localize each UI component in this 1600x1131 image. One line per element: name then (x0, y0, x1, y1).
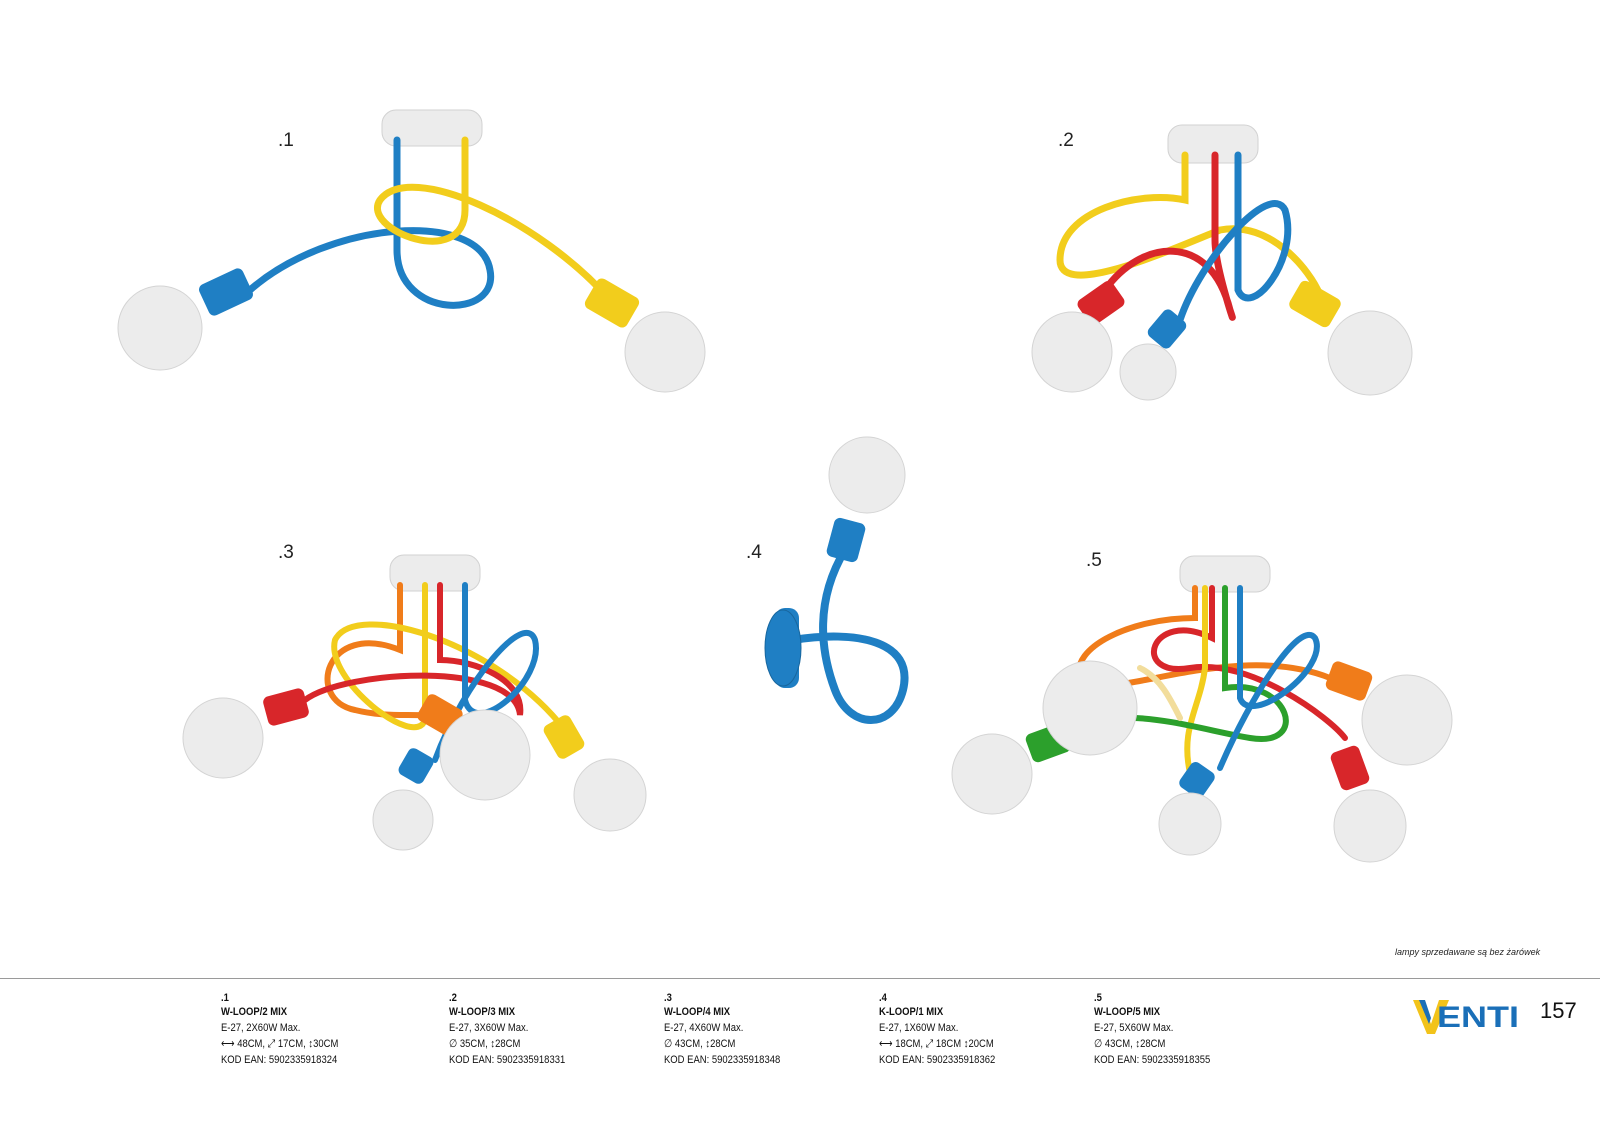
bulb (117, 285, 203, 371)
figure-label-4: .4 (746, 542, 762, 563)
socket-blue (398, 748, 434, 784)
spec-number: .1 (221, 992, 229, 1004)
socket-yellow (543, 715, 585, 759)
spec-number: .3 (664, 992, 672, 1004)
spec-ean: KOD EAN: 5902335918362 (879, 1054, 996, 1066)
lamp-image-4 (764, 436, 909, 724)
spec-block-3: .3 W-LOOP/4 MIX E-27, 4X60W Max. ∅ 43CM,… (664, 992, 836, 1068)
bulbs-note: lampy sprzedawane są bez żarówek (1395, 947, 1541, 957)
spec-ean: KOD EAN: 5902335918348 (664, 1054, 781, 1066)
spec-dimensions: ∅ 43CM, ↕28CM (1094, 1038, 1166, 1050)
spec-block-4: .4 K-LOOP/1 MIX E-27, 1X60W Max. ⟷ 18CM,… (879, 992, 1051, 1068)
lamp-image-2 (1031, 124, 1413, 401)
cable-yellow (331, 582, 568, 733)
bulb (573, 758, 647, 832)
bulb (182, 697, 264, 779)
cable-blue (1176, 151, 1292, 324)
spec-name: W-LOOP/4 MIX (664, 1006, 731, 1018)
spec-name: W-LOOP/2 MIX (221, 1006, 288, 1018)
cable-orange (324, 582, 448, 723)
cable-blue (1217, 585, 1320, 771)
footer-divider (0, 978, 1600, 979)
bulb (828, 436, 906, 514)
socket-red (1330, 745, 1370, 791)
bulb (1119, 343, 1177, 401)
spec-power: E-27, 5X60W Max. (1094, 1022, 1174, 1034)
socket-blue (1179, 762, 1215, 798)
wall-plate (764, 609, 802, 687)
bulb (624, 311, 706, 393)
bulb (372, 789, 434, 851)
spec-power: E-27, 2X60W Max. (221, 1022, 301, 1034)
spec-name: K-LOOP/1 MIX (879, 1006, 944, 1018)
cable-red (1150, 585, 1348, 741)
figure-label-1: .1 (278, 130, 294, 151)
figure-label-3: .3 (278, 542, 294, 563)
lamp-image-5 (951, 555, 1453, 863)
bulb (1042, 660, 1138, 756)
canopy (381, 109, 483, 147)
socket-red (263, 688, 309, 726)
socket-yellow (1289, 280, 1341, 328)
socket-blue (199, 268, 253, 316)
cable-blue (246, 136, 495, 309)
cable-red (302, 582, 524, 716)
cable-yellow (1184, 585, 1208, 776)
spec-power: E-27, 4X60W Max. (664, 1022, 744, 1034)
socket-orange (1325, 661, 1373, 701)
spec-dimensions: ∅ 35CM, ↕28CM (449, 1038, 521, 1050)
socket-blue (1147, 309, 1187, 349)
spec-number: .4 (879, 992, 887, 1004)
spec-ean: KOD EAN: 5902335918355 (1094, 1054, 1211, 1066)
spec-power: E-27, 1X60W Max. (879, 1022, 959, 1034)
bulb (1031, 311, 1113, 393)
lamp-image-3 (182, 554, 647, 851)
cable-red (1101, 151, 1236, 321)
bulb (1333, 789, 1407, 863)
cable-yellow (374, 136, 614, 304)
spec-dimensions: ∅ 43CM, ↕28CM (664, 1038, 736, 1050)
venti-logo: ENTI (1413, 1000, 1519, 1034)
spec-block-1: .1 W-LOOP/2 MIX E-27, 2X60W Max. ⟷ 48CM,… (221, 992, 393, 1068)
spec-dimensions: ⟷ 18CM, ⤢ 18CM ↕20CM (879, 1038, 994, 1050)
page-number: 157 (1540, 998, 1577, 1023)
socket-blue (826, 517, 866, 563)
spec-number: .5 (1094, 992, 1102, 1004)
cable-blue (789, 546, 909, 724)
logo-text: ENTI (1437, 1001, 1519, 1034)
cable-yellow (1056, 151, 1324, 299)
socket-yellow (584, 278, 640, 328)
lamp-image-1 (117, 109, 706, 393)
spec-number: .2 (449, 992, 457, 1004)
spec-block-2: .2 W-LOOP/3 MIX E-27, 3X60W Max. ∅ 35CM,… (449, 992, 621, 1068)
logo-v-mark (1413, 1000, 1449, 1034)
bulb (1361, 674, 1453, 766)
spec-block-5: .5 W-LOOP/5 MIX E-27, 5X60W Max. ∅ 43CM,… (1094, 992, 1266, 1068)
spec-dimensions: ⟷ 48CM, ⤢ 17CM, ↕30CM (221, 1038, 339, 1050)
spec-name: W-LOOP/3 MIX (449, 1006, 516, 1018)
canopy (389, 554, 481, 592)
spec-power: E-27, 3X60W Max. (449, 1022, 529, 1034)
cable-cream (1137, 665, 1183, 721)
spec-ean: KOD EAN: 5902335918331 (449, 1054, 566, 1066)
figure-label-2: .2 (1058, 130, 1074, 151)
socket-red (1077, 281, 1125, 325)
bulb (951, 733, 1033, 815)
bulb (1158, 792, 1222, 856)
figure-label-5: .5 (1086, 550, 1102, 571)
spec-ean: KOD EAN: 5902335918324 (221, 1054, 338, 1066)
spec-name: W-LOOP/5 MIX (1094, 1006, 1161, 1018)
bulb (439, 709, 531, 801)
bulb (1327, 310, 1413, 396)
